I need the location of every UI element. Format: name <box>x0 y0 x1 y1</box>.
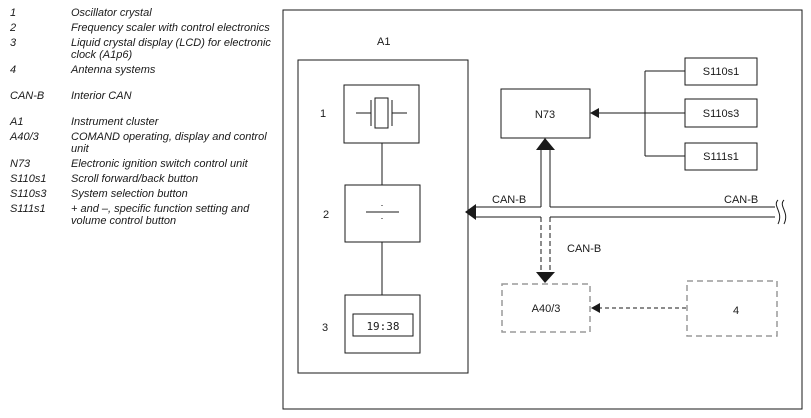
arrow-to-a40 <box>536 272 555 283</box>
arrow-to-n73-bus <box>536 138 555 150</box>
divider-symbol <box>366 205 399 219</box>
legend-item-s110s1: S110s1 Scroll forward/back button <box>10 173 275 185</box>
a40-box <box>501 283 591 333</box>
legend-item-1: 1 Oscillator crystal <box>10 7 275 19</box>
can-b-label-down: CAN-B <box>567 243 601 255</box>
bus-break-symbol <box>775 199 787 225</box>
legend-key: N73 <box>10 158 31 170</box>
can-b-bus <box>475 150 775 218</box>
can-b-dashed-link <box>540 217 551 272</box>
legend-key: A40/3 <box>10 131 39 143</box>
can-b-label-right: CAN-B <box>724 194 758 206</box>
legend-key: S110s3 <box>10 188 47 200</box>
legend-key: A1 <box>10 116 24 128</box>
legend-desc: Oscillator crystal <box>71 7 152 19</box>
antenna-box <box>686 280 778 337</box>
legend-key: 3 <box>10 37 17 49</box>
legend-desc: + and –, specific function setting and v… <box>71 203 250 227</box>
lcd-time: 19:38 <box>366 320 399 333</box>
s110s1-label: S110s1 <box>703 66 740 78</box>
legend-item-3: 3 Liquid crystal display (LCD) for electr… <box>10 37 275 61</box>
legend-key: S111s1 <box>10 203 46 215</box>
legend-item-a40-3: A40/3 COMAND operating, display and contr… <box>10 131 275 155</box>
s111s1-label: S111s1 <box>703 151 739 163</box>
can-b-label-left: CAN-B <box>492 194 526 206</box>
legend-desc: Antenna systems <box>71 64 156 76</box>
num-1: 1 <box>320 108 326 120</box>
num-3: 3 <box>322 322 328 334</box>
num-2: 2 <box>323 209 329 221</box>
arrow-to-a40-from-antenna <box>591 303 600 313</box>
legend-desc: System selection button <box>71 188 188 200</box>
crystal-symbol <box>356 97 407 129</box>
legend-key: S110s1 <box>10 173 47 185</box>
legend-desc: COMAND operating, display and control un… <box>71 131 267 155</box>
arrow-to-a1 <box>465 204 476 220</box>
legend-desc: Instrument cluster <box>71 116 159 128</box>
legend-desc: Liquid crystal display (LCD) for electro… <box>71 37 271 61</box>
legend-desc: Electronic ignition switch control unit <box>71 158 248 170</box>
legend-item-s110s3: S110s3 System selection button <box>10 188 275 200</box>
legend-key: CAN-B <box>10 90 45 102</box>
legend-item-can-b: CAN-B Interior CAN <box>10 90 275 102</box>
legend-desc: Frequency scaler with control electronic… <box>71 22 270 34</box>
arrow-to-n73 <box>590 108 599 118</box>
lcd-box <box>344 294 421 354</box>
legend: 1 Oscillator crystal 2 Frequency scaler wi… <box>10 7 275 230</box>
legend-desc: Scroll forward/back button <box>71 173 199 185</box>
legend-desc: Interior CAN <box>71 90 132 102</box>
scaler-box <box>344 184 421 243</box>
diagram-frame <box>282 9 803 410</box>
switch-lines <box>597 70 685 157</box>
legend-key: 2 <box>10 22 17 34</box>
a40-label: A40/3 <box>532 303 561 315</box>
crystal-box <box>343 84 420 144</box>
n73-label: N73 <box>535 109 555 121</box>
a1-box <box>297 59 469 374</box>
legend-item-n73: N73 Electronic ignition switch control un… <box>10 158 275 170</box>
a1-label: A1 <box>377 36 390 48</box>
legend-item-s111s1: S111s1 + and –, specific function setting… <box>10 203 275 227</box>
antenna-label: 4 <box>733 305 739 317</box>
legend-item-a1: A1 Instrument cluster <box>10 116 275 128</box>
s110s3-label: S110s3 <box>703 108 740 120</box>
legend-key: 4 <box>10 64 17 76</box>
lcd-display <box>352 313 414 337</box>
n73-box <box>500 88 591 139</box>
legend-item-2: 2 Frequency scaler with control electroni… <box>10 22 275 34</box>
legend-item-4: 4 Antenna systems <box>10 64 275 76</box>
legend-key: 1 <box>10 7 17 19</box>
